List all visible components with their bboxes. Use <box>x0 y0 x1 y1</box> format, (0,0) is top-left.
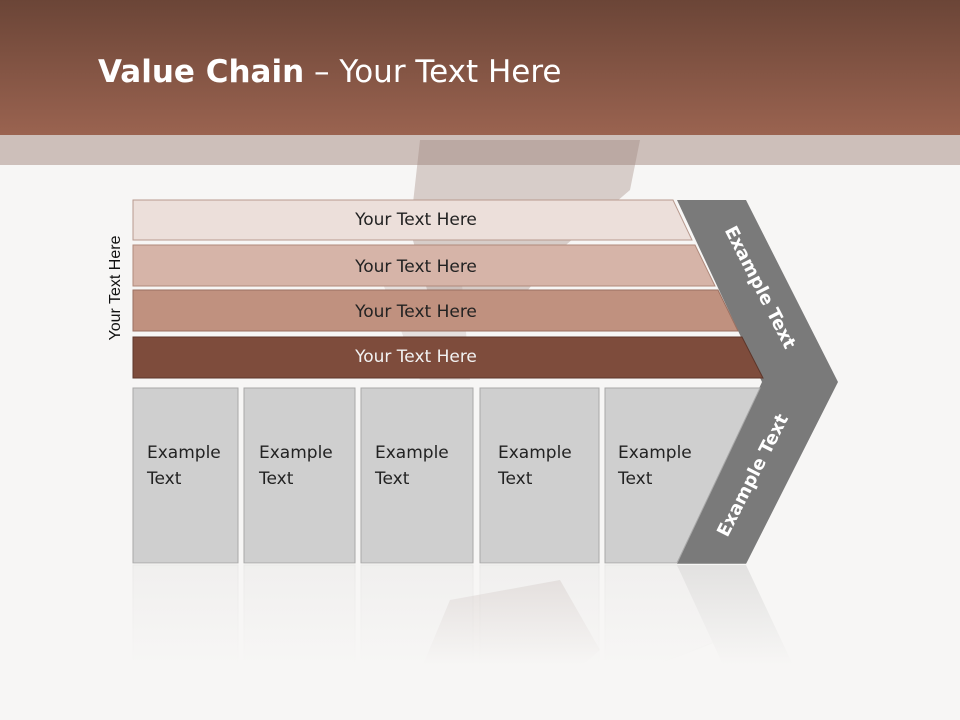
bar-1 <box>132 199 693 241</box>
column-5-text: Example Text <box>618 440 692 492</box>
column-1-line2: Text <box>147 469 182 489</box>
column-3-line2: Text <box>375 469 410 489</box>
column-3-text: Example Text <box>375 440 449 492</box>
column-4-text: Example Text <box>498 440 572 492</box>
column-1-line1: Example <box>147 443 221 463</box>
column-4-line1: Example <box>498 443 572 463</box>
column-2 <box>243 387 356 564</box>
bar-2-label: Your Text Here <box>354 257 477 277</box>
title-banner-strip <box>0 135 960 165</box>
column-5-line2: Text <box>618 469 653 489</box>
column-1-text: Example Text <box>147 440 221 492</box>
slide-title: Value Chain – Your Text Here <box>98 54 561 90</box>
column-5-line1: Example <box>618 443 692 463</box>
bar-2 <box>132 244 716 287</box>
title-banner <box>0 0 960 135</box>
column-4-line2: Text <box>498 469 533 489</box>
bar-3 <box>132 289 739 332</box>
title-rest: – Your Text Here <box>304 54 562 90</box>
bar-4 <box>132 336 764 379</box>
column-3-line1: Example <box>375 443 449 463</box>
column-2-line1: Example <box>259 443 333 463</box>
column-2-text: Example Text <box>259 440 333 492</box>
column-2-line2: Text <box>259 469 294 489</box>
reflection-fade <box>0 563 960 720</box>
title-bold: Value Chain <box>98 54 305 90</box>
chevron-arrow <box>677 200 838 564</box>
bar-1-label: Your Text Here <box>354 210 477 230</box>
bar-4-label: Your Text Here <box>354 347 477 367</box>
column-4 <box>479 387 600 564</box>
column-3 <box>360 387 474 564</box>
bar-3-label: Your Text Here <box>354 302 477 322</box>
